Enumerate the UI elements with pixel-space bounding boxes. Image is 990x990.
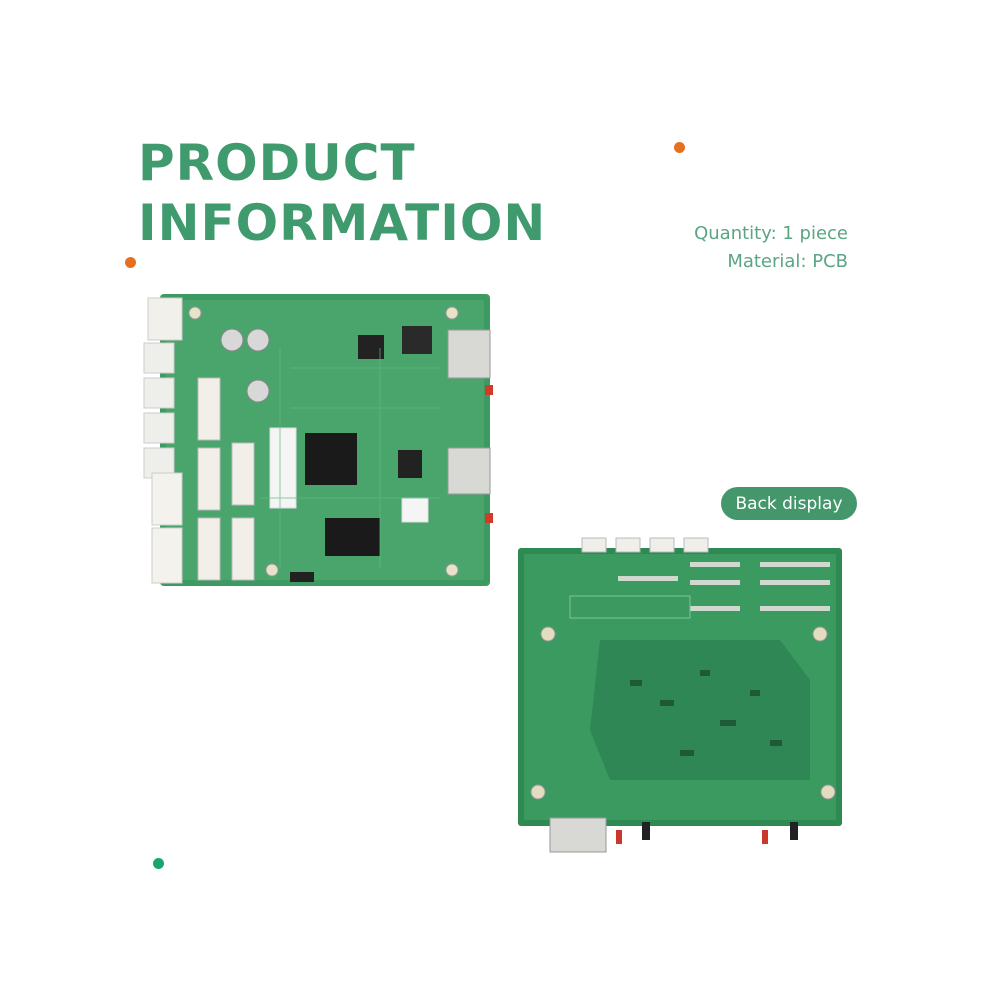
spec-quantity: Quantity: 1 piece — [694, 223, 848, 244]
pcb-back-image — [518, 537, 842, 853]
pcb-front-image — [143, 294, 493, 586]
decor-dot-orange — [125, 257, 136, 268]
decor-dot-orange — [674, 142, 685, 153]
spec-material: Material: PCB — [727, 251, 848, 272]
back-display-badge: Back display — [721, 487, 857, 520]
heading-information: INFORMATION — [138, 194, 547, 252]
heading-product: PRODUCT — [138, 134, 416, 192]
decor-dot-green — [153, 858, 164, 869]
